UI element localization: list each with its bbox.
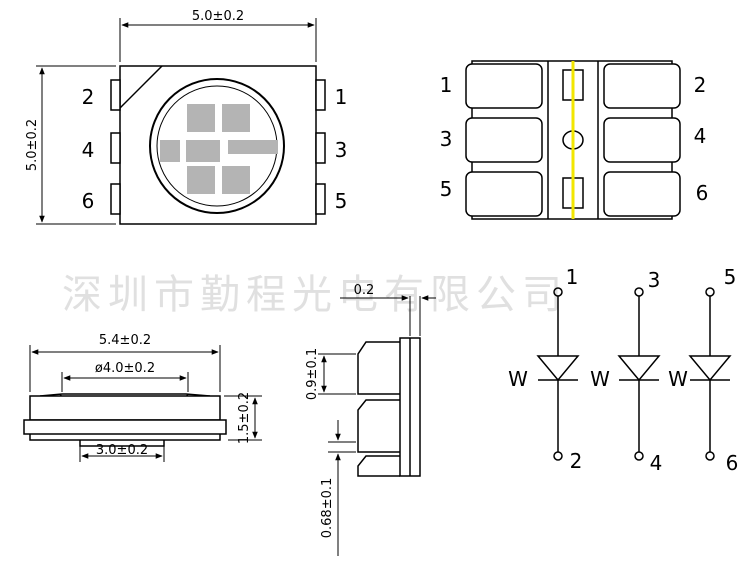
bottom-pin-label: 2	[694, 73, 707, 97]
diode-1	[536, 287, 580, 461]
top-pin-label: 1	[335, 85, 348, 109]
circuit-pin-label: 5	[724, 265, 737, 289]
side-height-dim: 1.5±0.2	[237, 392, 252, 444]
die-pads	[160, 104, 278, 194]
bottom-pin-label: 1	[440, 73, 453, 97]
circuit-pin-label: 6	[726, 451, 739, 475]
diode-label: W	[508, 367, 528, 391]
end-pad-dim: 0.9±0.1	[305, 348, 320, 400]
bottom-pin-label: 5	[440, 177, 453, 201]
side-outer-dim: 5.4±0.2	[99, 333, 151, 348]
top-pin-label: 4	[82, 138, 95, 162]
top-pin-label: 5	[335, 189, 348, 213]
circuit-pin-label: 4	[650, 451, 663, 475]
circuit-pin-label: 1	[566, 265, 579, 289]
end-gap-dim: 0.68±0.1	[320, 478, 335, 539]
side-lens-dim: ø4.0±0.2	[95, 361, 155, 376]
watermark-text: 深圳市勤程光电有限公司	[62, 272, 568, 318]
side-base-dim: 3.0±0.2	[96, 443, 148, 458]
bottom-pin-label: 6	[696, 181, 709, 205]
bottom-pin-label: 4	[694, 124, 707, 148]
top-pin-label: 3	[335, 138, 348, 162]
circuit-pin-label: 3	[648, 268, 661, 292]
top-pin-label: 2	[82, 85, 95, 109]
circuit-pin-label: 2	[570, 449, 583, 473]
bottom-pin-label: 3	[440, 127, 453, 151]
end-thickness-dim: 0.2	[354, 283, 375, 298]
top-view	[36, 18, 326, 225]
bottom-view	[465, 60, 681, 220]
diode-label: W	[668, 367, 688, 391]
diode-2	[617, 287, 661, 461]
top-pin-label: 6	[82, 189, 95, 213]
side-view	[23, 345, 262, 462]
top-width-dim: 5.0±0.2	[192, 9, 244, 24]
diode-3	[688, 287, 732, 461]
diode-label: W	[590, 367, 610, 391]
circuit-diagram	[536, 287, 732, 461]
end-view	[318, 295, 436, 556]
top-height-dim: 5.0±0.2	[25, 119, 40, 171]
